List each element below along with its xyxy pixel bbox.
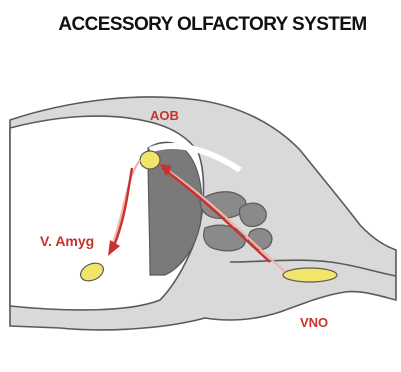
v-amyg-label: V. Amyg <box>40 233 94 249</box>
vno-organ <box>283 268 337 282</box>
aob-label: AOB <box>150 108 179 123</box>
vno-label: VNO <box>300 315 328 330</box>
aob-nucleus <box>140 151 160 169</box>
